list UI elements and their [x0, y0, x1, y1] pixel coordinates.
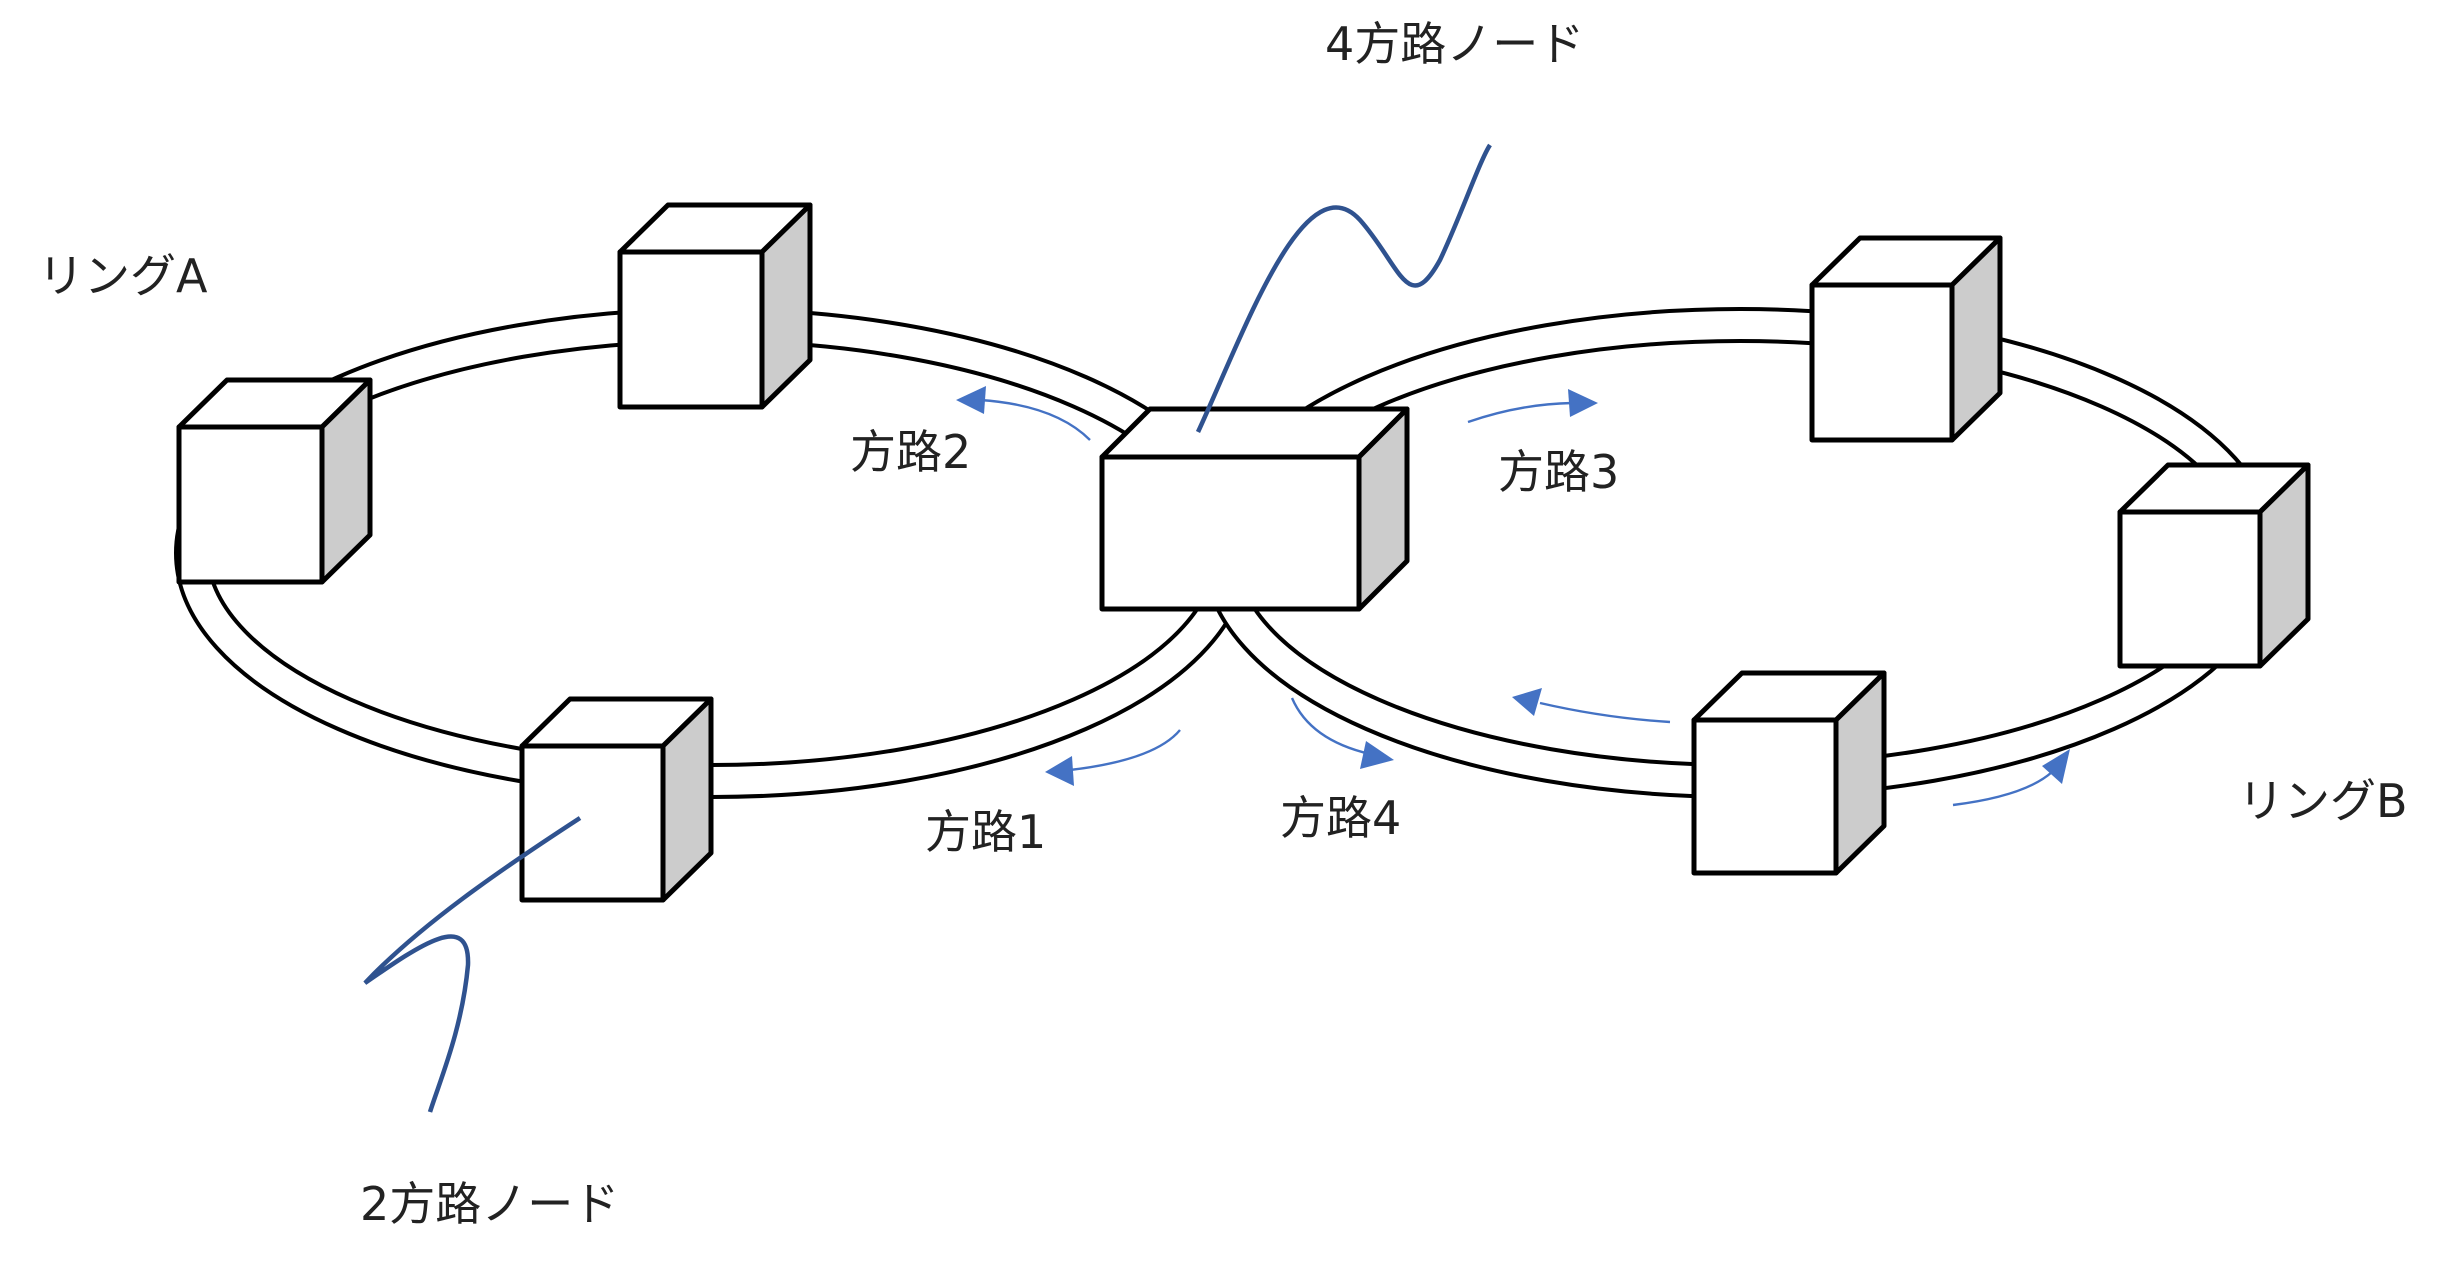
four-way-node-leader	[1195, 143, 1492, 433]
route4-label: 方路4	[1280, 791, 1401, 845]
four-way-node	[1099, 406, 1410, 612]
four-way-node-label: 4方路ノード	[1325, 17, 1584, 71]
route3-label: 方路3	[1498, 445, 1619, 499]
ring-b-bottom-left-arrow	[1512, 688, 1671, 724]
ring-a-node-left	[176, 377, 373, 585]
route1-label: 方路1	[925, 805, 1046, 859]
ring-b-node-bottom	[1691, 670, 1887, 876]
ring-a-label: リングA	[38, 249, 208, 303]
ring-b-label: リングB	[2238, 774, 2408, 828]
route4-arrow	[1290, 697, 1394, 769]
route1-arrow	[1045, 729, 1181, 786]
ring-b-node-right	[2117, 462, 2311, 669]
ring-a-node-top	[617, 202, 813, 410]
ring-b-bottom-right-arrow	[1952, 749, 2070, 807]
route2-arrow	[956, 386, 1091, 441]
two-way-node-label: 2方路ノード	[360, 1177, 619, 1231]
route3-arrow	[1467, 389, 1598, 424]
route2-label: 方路2	[850, 425, 971, 479]
ring-b-node-top	[1809, 235, 2003, 443]
ring-a-node-bottom	[519, 696, 714, 903]
two-way-node-leader	[363, 816, 582, 1113]
